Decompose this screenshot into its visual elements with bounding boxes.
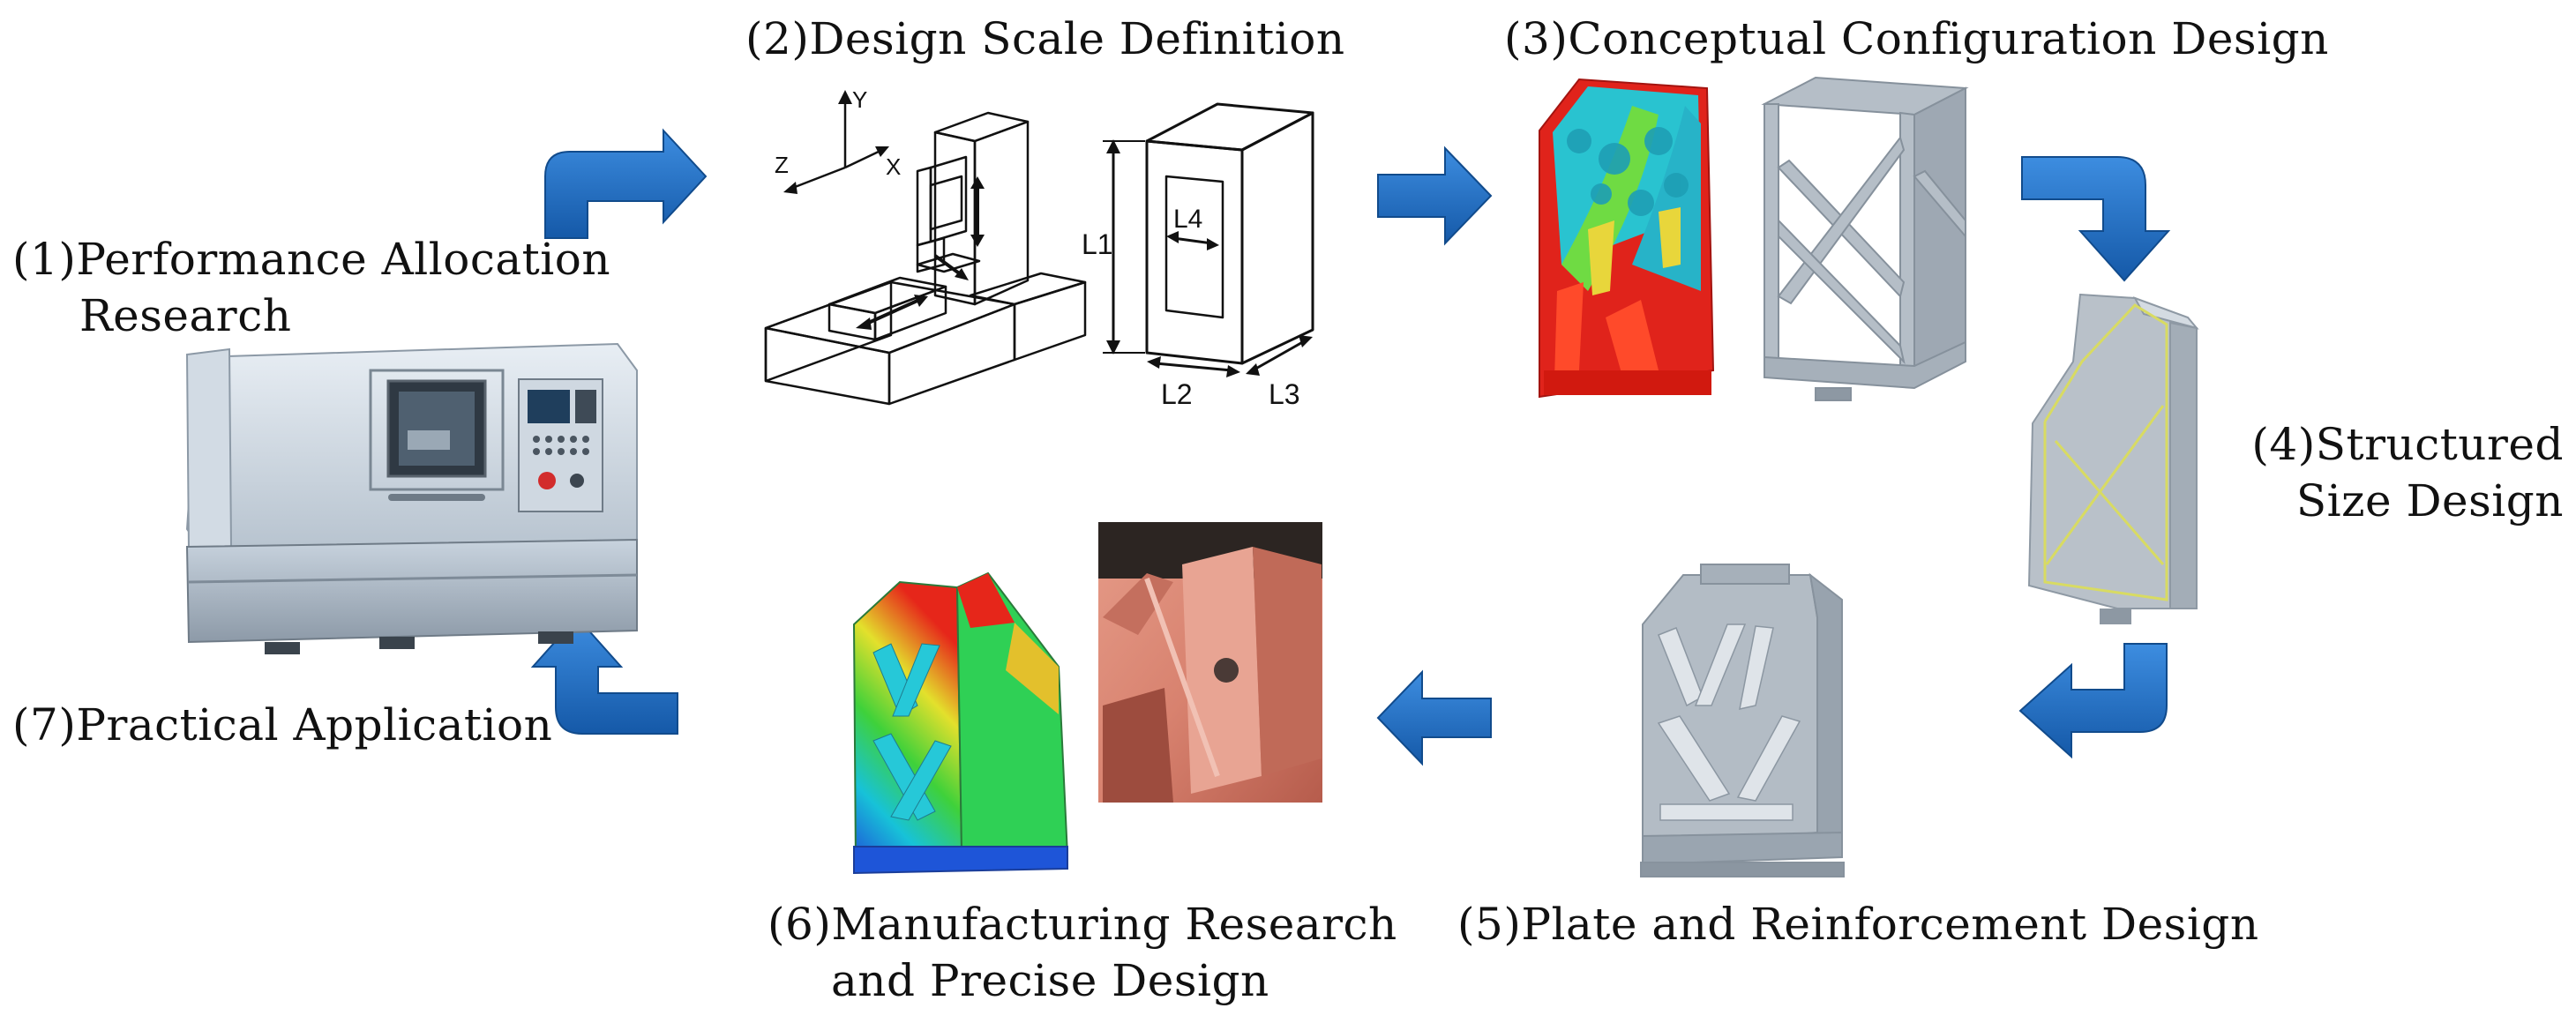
fea-analysis-model [852, 571, 1069, 875]
arrow-1-to-2 [544, 128, 708, 239]
step-2-label: (2)Design Scale Definition [745, 13, 1345, 64]
step-6-label: (6)Manufacturing Research and Precise De… [768, 899, 1397, 1006]
arrow-7-to-1 [530, 616, 678, 735]
x-axis-line [844, 148, 883, 169]
axis-label-y: Y [852, 86, 867, 113]
dim-label-l1: L1 [1082, 228, 1113, 260]
step-1-label: (1)Performance Allocation Research [12, 234, 611, 341]
step-4-label: (4)Structured Size Design [2251, 419, 2564, 526]
manufactured-part-photo [1098, 522, 1322, 803]
z-axis-line [790, 166, 846, 190]
topology-optimization-result [1539, 78, 1715, 399]
arrow-3-to-4 [2021, 156, 2171, 282]
dimension-box [1145, 102, 1314, 365]
dim-label-l3: L3 [1269, 378, 1300, 410]
step-7-label: (7)Practical Application [12, 699, 553, 750]
axis-label-x: X [886, 153, 901, 180]
dim-label-l2: L2 [1161, 378, 1193, 410]
dim-label-l4: L4 [1173, 205, 1202, 234]
axis-label-z: Z [775, 152, 789, 178]
concept-frame-model [1761, 76, 1969, 401]
arrow-5-to-6 [1376, 669, 1492, 766]
step-5-label: (5)Plate and Reinforcement Design [1457, 899, 2259, 950]
arrow-2-to-3 [1377, 146, 1493, 246]
step-3-label: (3)Conceptual Configuration Design [1504, 13, 2329, 64]
arrow-4-to-5 [2018, 643, 2168, 759]
